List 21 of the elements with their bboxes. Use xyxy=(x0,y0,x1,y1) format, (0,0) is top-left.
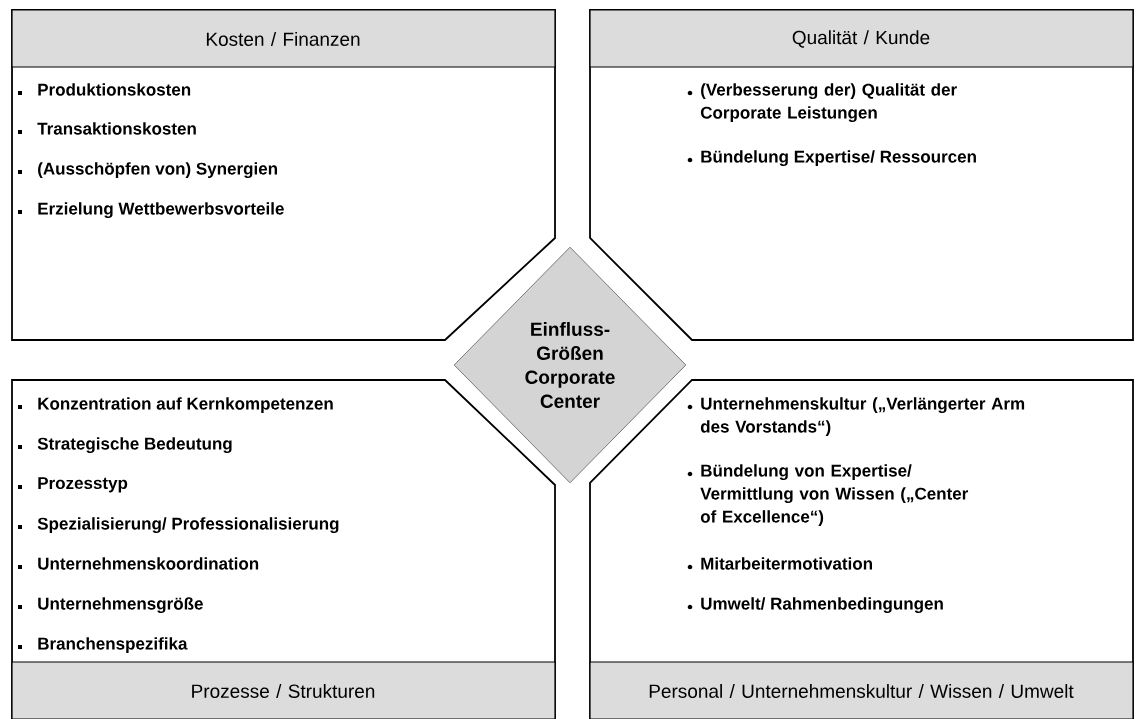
bullet-item: (Verbesserung der) Qualität der Corporate Leistungen xyxy=(687,83,957,123)
bullet-item: Umwelt/ Rahmenbedingungen xyxy=(687,597,943,614)
bullet-item: (Ausschöpfen von) Synergien xyxy=(18,162,277,179)
bullet-item: Branchenspezifika xyxy=(18,637,188,654)
bullet-item: Prozesstyp xyxy=(18,477,128,493)
bullet-item: Transaktionskosten xyxy=(18,122,196,135)
bullet-item: Bündelung Expertise/ Ressourcen xyxy=(687,150,976,167)
panel-header: Kosten / Finanzen xyxy=(11,9,556,68)
panel-header: Qualität / Kunde xyxy=(589,9,1134,68)
bullet-item: Produktionskosten xyxy=(18,83,191,96)
panel-header: Personal / Unternehmenskultur / Wissen / Umwelt xyxy=(589,661,1134,719)
bullet-item: Unternehmenskultur („Verlängerter Arm des Vorstands“) xyxy=(687,397,1025,437)
bullet-item: Bündelung von Expertise/ Vermittlung von Wissen („Center of Excellence“) xyxy=(687,464,969,527)
bullet-item: Erzielung Wettbewerbsvorteile xyxy=(18,202,284,219)
bullet-item: Konzentration auf Kernkompetenzen xyxy=(18,397,333,414)
bullet-item: Strategische Bedeutung xyxy=(18,437,232,454)
bullet-item: Unternehmensgröße xyxy=(18,597,203,614)
panel-header: Prozesse / Strukturen xyxy=(11,661,556,719)
bullet-item: Spezialisierung/ Professionalisierung xyxy=(18,517,339,534)
bullet-item: Mitarbeitermotivation xyxy=(687,557,872,570)
bullet-item: Unternehmenskoordination xyxy=(18,557,259,570)
